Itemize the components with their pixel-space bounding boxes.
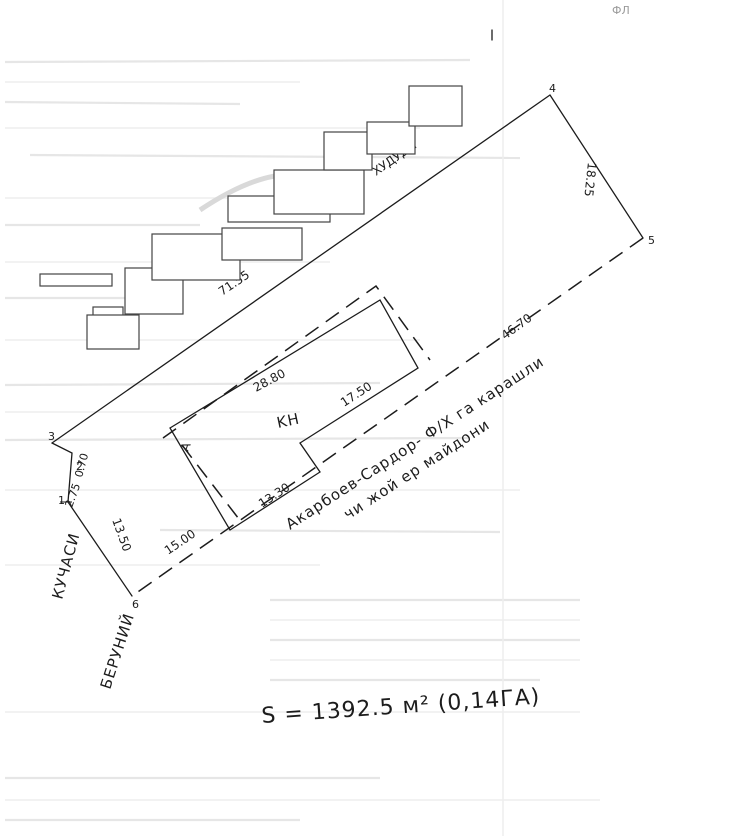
neighbor-text-line1: Акарбоев-Сардор- Ф/Х га карашли	[282, 353, 547, 534]
stamp-mark: ФЛ	[612, 4, 630, 17]
street-left-label: КУЧАСИ	[48, 531, 83, 601]
dim-side-5-6: 46.70	[499, 311, 535, 343]
dim-building-bottom: 13.30	[256, 480, 292, 510]
dim-side-6-1: 13.50	[109, 516, 134, 553]
dim-left-small: 2.75	[63, 482, 84, 509]
point-2-label: 2	[76, 460, 83, 473]
parcel-boundary	[51, 94, 644, 597]
building-outline	[162, 284, 431, 531]
street-bottom-label: БЕРУНИЙ	[96, 611, 138, 692]
dim-building-top: 28.80	[251, 366, 288, 394]
marker-label: A	[178, 440, 194, 453]
redaction-boxes	[39, 85, 463, 350]
dim-left-top: 0.70	[72, 452, 91, 479]
point-3-label: 3	[48, 430, 55, 443]
dim-side-4-5: 18.25	[581, 162, 599, 198]
point-5-label: 5	[648, 234, 655, 247]
point-1-label: 1	[58, 494, 65, 507]
area-text: S = 1392.5 м² (0,14ГА)	[261, 685, 541, 729]
point-6-label: 6	[132, 598, 139, 611]
dim-bottom-left: 15.00	[162, 527, 198, 558]
building-label: KH	[275, 409, 301, 431]
background-form-ghost	[4, 0, 600, 836]
point-4-label: 4	[549, 82, 556, 95]
